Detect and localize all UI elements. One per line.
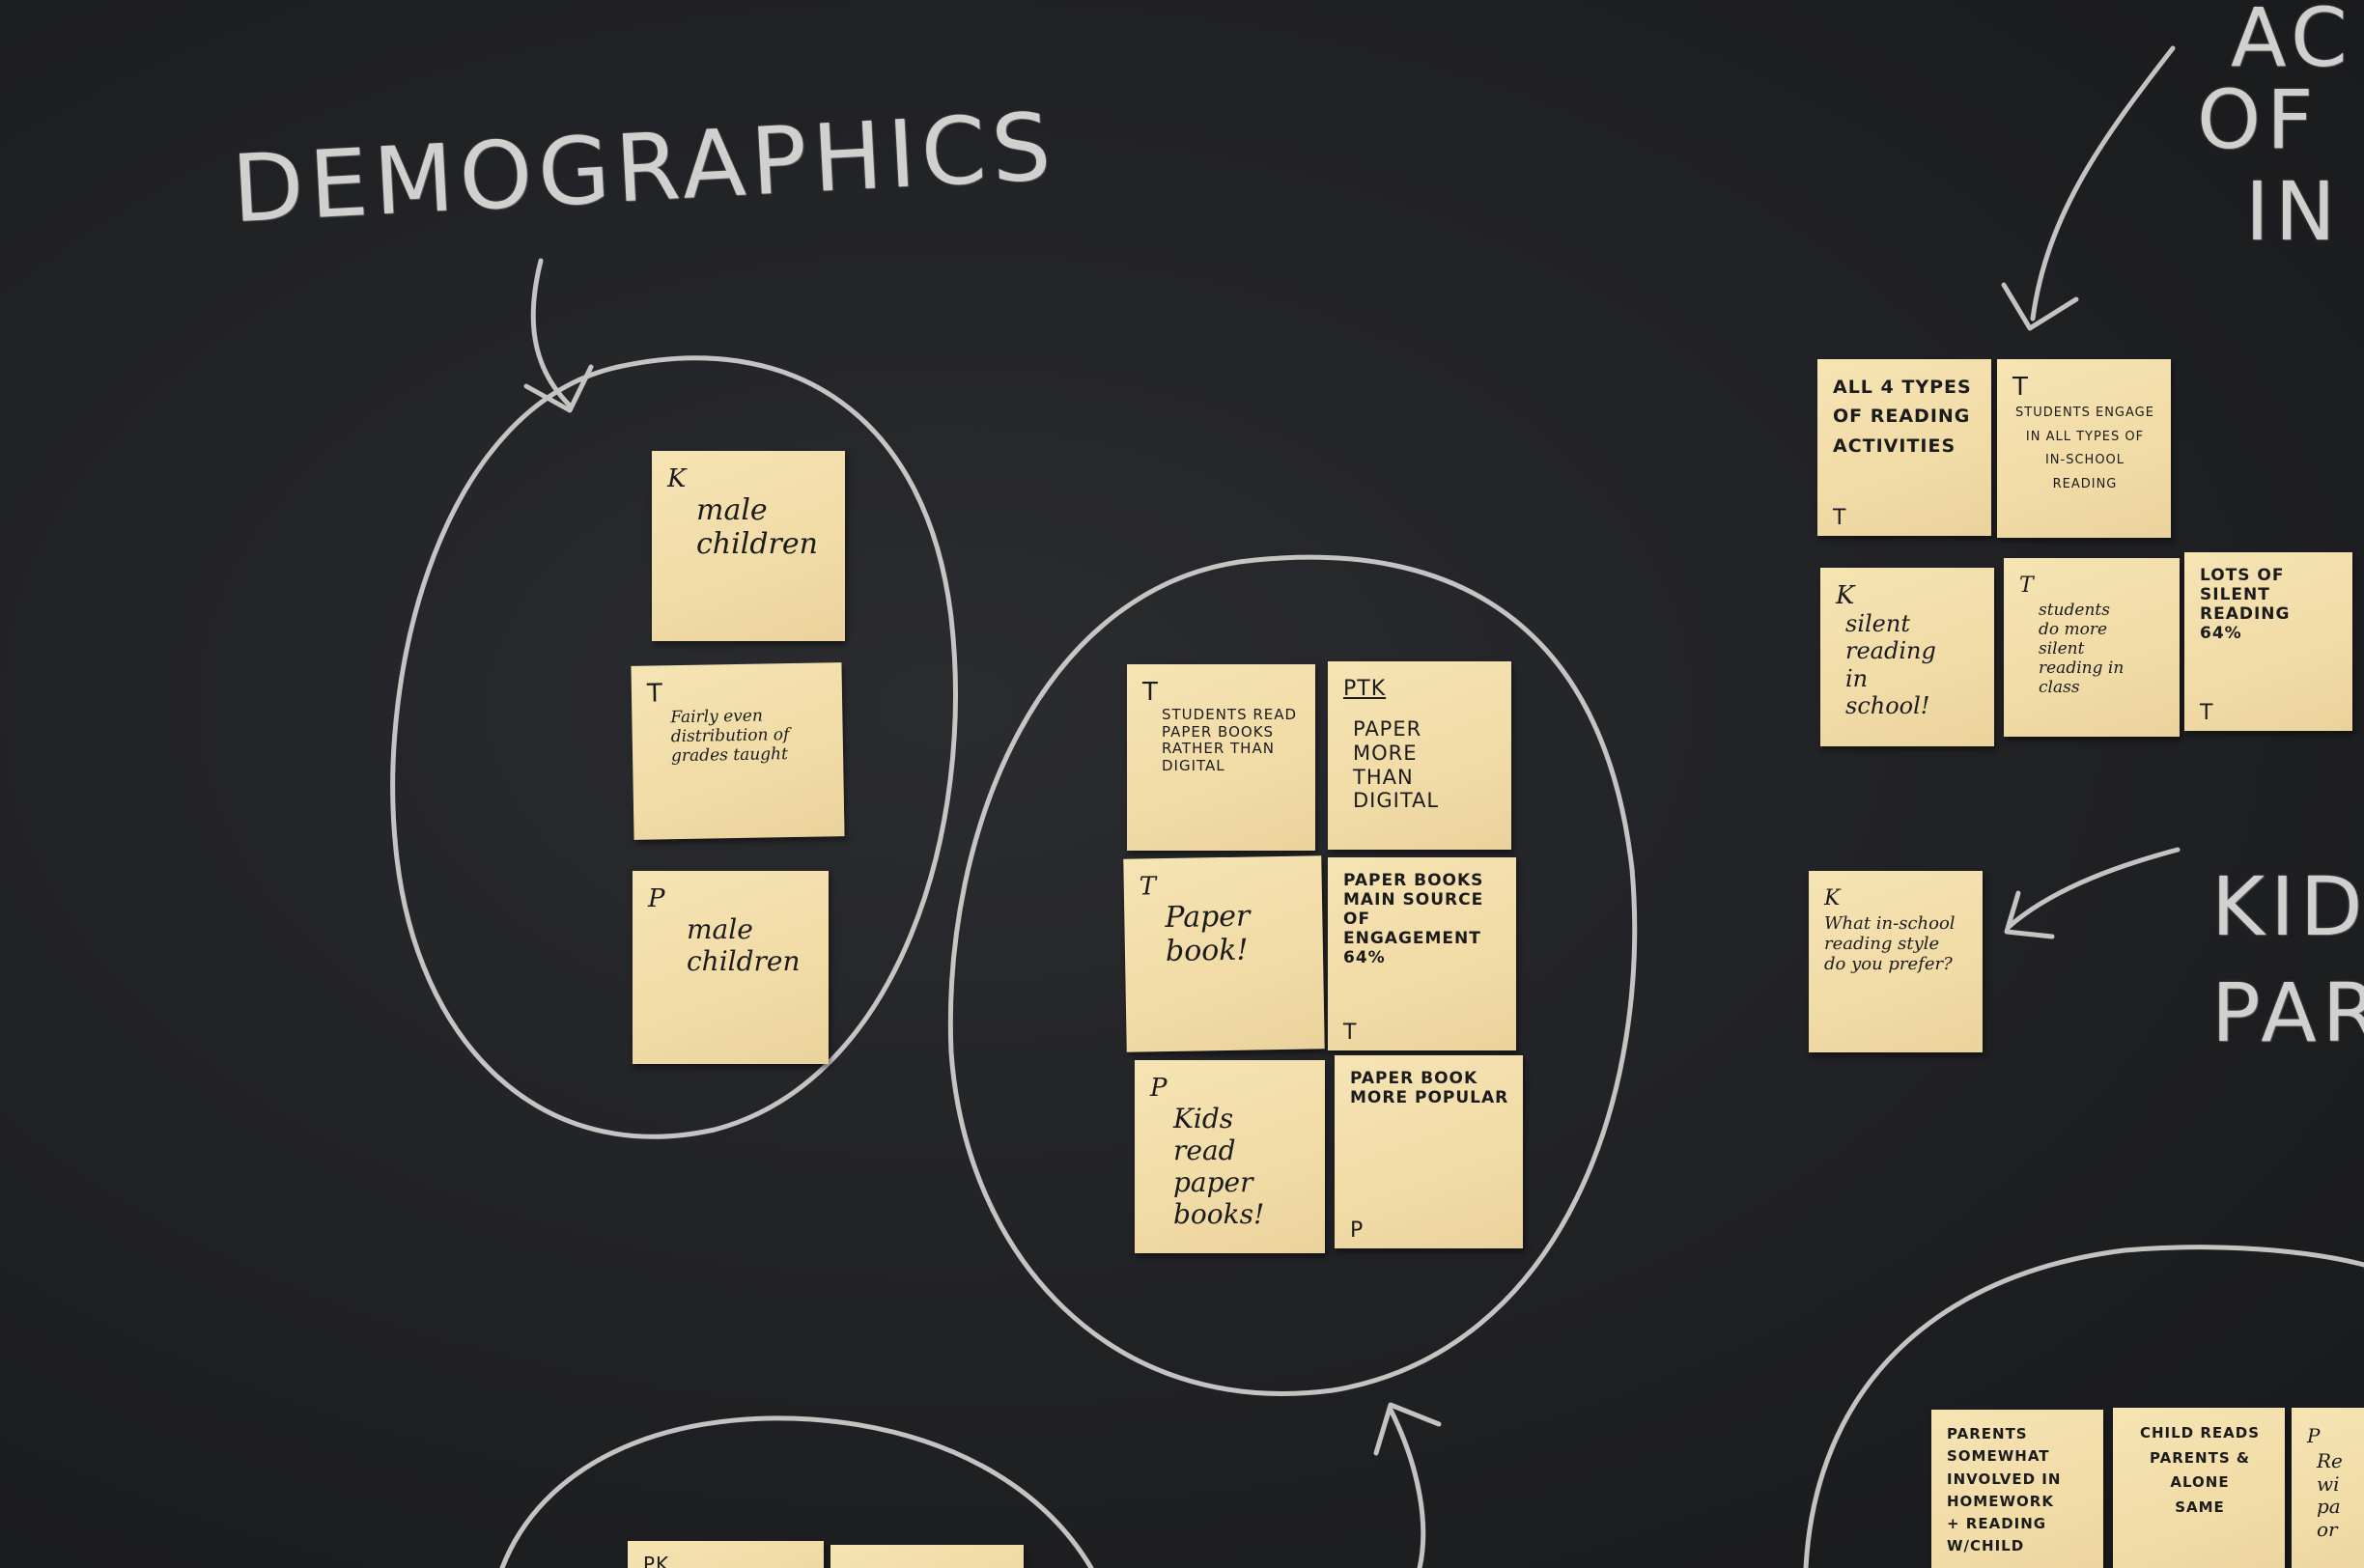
chalk-arrow-kids [2006, 847, 2181, 930]
note-body: male children [696, 493, 818, 562]
note-body: silent reading in school! [1845, 610, 1936, 719]
note-body: Re wi pa or [2317, 1449, 2343, 1541]
sticky-note-kids-read-paper: P Kids read paper books! [1135, 1060, 1325, 1253]
sticky-note-child-reads: CHILD READS PARENTS & ALONE SAME [2113, 1408, 2285, 1568]
sticky-note-lots-silent-reading: LOTS OF SILENT READING 64% T [2184, 552, 2352, 731]
chalk-arrow-demographics [530, 258, 573, 408]
note-tag: PK [643, 1553, 670, 1568]
note-body: CHILD READS PARENTS & ALONE SAME [2139, 1424, 2261, 1516]
sticky-note-bottom-pk: PK [628, 1541, 824, 1568]
note-tag: P [2307, 1424, 2321, 1447]
note-tag: T [2019, 574, 2034, 598]
note-tag: T [1139, 872, 1157, 902]
label-top-right-1: AC [2231, 0, 2353, 85]
note-tag: P [648, 884, 665, 913]
chalk-circle-bottom-left [499, 1415, 1094, 1568]
sticky-note-paper-more-than-digital: PTK PAPER MORE THAN DIGITAL [1328, 661, 1511, 850]
sticky-note-parents-partial: P Re wi pa or [2292, 1408, 2364, 1568]
note-body: STUDENTS READ PAPER BOOKS RATHER THAN DI… [1162, 706, 1298, 775]
sticky-note-bottom-middle [830, 1545, 1024, 1568]
sticky-note-students-engage: T STUDENTS ENGAGE IN ALL TYPES OF IN-SCH… [1997, 359, 2171, 538]
note-tag: K [1824, 886, 1841, 910]
note-body: ALL 4 TYPES OF READING ACTIVITIES [1833, 377, 1972, 457]
note-tag: T [646, 679, 663, 709]
note-tag: T [2012, 373, 2028, 402]
label-top-right-3: IN [2245, 164, 2342, 259]
chalk-arrow-top-right [2030, 45, 2176, 322]
sticky-note-reading-style-question: K What in-school reading style do you pr… [1809, 871, 1983, 1052]
note-body: PAPER BOOK MORE POPULAR [1350, 1069, 1509, 1108]
note-body: PAPER MORE THAN DIGITAL [1353, 717, 1440, 813]
note-body: Paper book! [1165, 899, 1251, 969]
sticky-note-students-read-paper: T STUDENTS READ PAPER BOOKS RATHER THAN … [1127, 664, 1315, 851]
label-parents: PAR [2211, 966, 2364, 1060]
note-body: PARENTS SOMEWHAT INVOLVED IN HOMEWORK + … [1947, 1425, 2062, 1555]
note-tag: T [1142, 678, 1158, 707]
chalk-circle-demographics [390, 355, 958, 1139]
note-body: STUDENTS ENGAGE IN ALL TYPES OF IN-SCHOO… [2015, 406, 2154, 492]
note-body: students do more silent reading in class [2039, 601, 2125, 698]
note-tag: K [1836, 581, 1855, 610]
sticky-note-all-types-reading: ALL 4 TYPES OF READING ACTIVITIES T [1817, 359, 1991, 536]
label-top-right-2: OF [2197, 72, 2320, 167]
sticky-note-paper-book: T Paper book! [1123, 855, 1325, 1052]
sticky-note-demo-parents: P male children [633, 871, 829, 1064]
sticky-note-paper-more-popular: PAPER BOOK MORE POPULAR P [1335, 1055, 1523, 1248]
chalk-arrow-bottom [1388, 1407, 1426, 1568]
sticky-note-demo-kids: K male children [652, 451, 845, 641]
note-tag: K [667, 464, 687, 493]
sticky-note-silent-reading-kids: K silent reading in school! [1820, 568, 1994, 746]
note-foot: P [1350, 1218, 1364, 1243]
note-body: What in-school reading style do you pref… [1824, 913, 1956, 975]
note-foot: T [1343, 1021, 1357, 1045]
note-body: male children [687, 913, 801, 978]
note-tag: PTK [1343, 677, 1387, 701]
sticky-note-main-source-engagement: PAPER BOOKS MAIN SOURCE OF ENGAGEMENT 64… [1328, 857, 1516, 1050]
note-body: Fairly even distribution of grades taugh… [670, 706, 790, 767]
sticky-note-demo-teachers: T Fairly even distribution of grades tau… [631, 662, 845, 840]
note-body: Kids read paper books! [1173, 1103, 1265, 1231]
note-body: LOTS OF SILENT READING 64% [2200, 566, 2291, 644]
sticky-note-parents-involved: PARENTS SOMEWHAT INVOLVED IN HOMEWORK + … [1931, 1410, 2103, 1568]
note-tag: P [1150, 1074, 1168, 1103]
note-body: PAPER BOOKS MAIN SOURCE OF ENGAGEMENT 64… [1343, 871, 1484, 968]
sticky-note-more-silent-reading: T students do more silent reading in cla… [2004, 558, 2180, 737]
note-foot: T [1833, 506, 1846, 530]
chalk-circle-paper-books [947, 554, 1638, 1396]
label-kids: KID [2211, 859, 2364, 954]
chalk-circle-bottom-right [1803, 1245, 2364, 1568]
note-foot: T [2200, 701, 2213, 725]
